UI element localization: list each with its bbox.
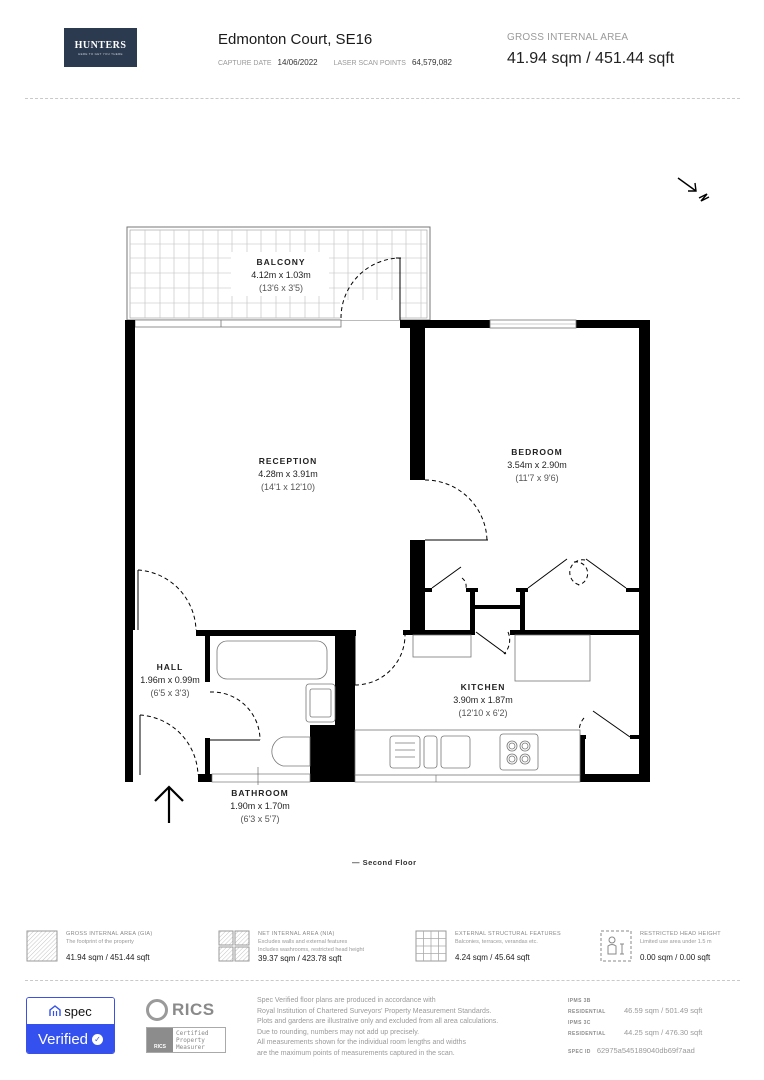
rics-small-logo: RICS <box>147 1028 173 1052</box>
legend-gia: GROSS INTERNAL AREA (GIA) The footprint … <box>26 930 152 962</box>
walls <box>125 320 650 782</box>
spec-brand: spec <box>64 1003 92 1019</box>
legend-title: RESTRICTED HEAD HEIGHT <box>640 931 721 937</box>
rics-logo: RICS RICS Certified Property Measurer <box>146 997 226 1055</box>
disclaimer: Spec Verified floor plans are produced i… <box>257 997 499 1057</box>
legend-desc: Limited use area under 1.5 m <box>640 939 712 945</box>
logo-text: HUNTERS <box>74 39 127 51</box>
gia-label: GROSS INTERNAL AREA <box>507 32 629 43</box>
hatched-square-icon <box>26 930 58 962</box>
legend-value: 0.00 sqm / 0.00 sqft <box>640 953 711 962</box>
legend-value: 41.94 sqm / 451.44 sqft <box>66 953 150 962</box>
capture-date-label: CAPTURE DATE <box>218 60 272 67</box>
legend-title: EXTERNAL STRUCTURAL FEATURES <box>455 931 561 937</box>
legend-value: 4.24 sqm / 45.64 sqft <box>455 953 530 962</box>
capture-meta: CAPTURE DATE 14/06/2022 LASER SCAN POINT… <box>218 58 462 67</box>
logo-tagline: HERE TO GET YOU THERE <box>78 51 123 56</box>
room-label-kitchen: KITCHEN 3.90m x 1.87m (12'10 x 6'2) <box>453 682 513 718</box>
spec-house-icon <box>49 1005 61 1016</box>
entrance-arrow-icon <box>154 785 184 823</box>
floor-label: — Second Floor <box>352 858 417 867</box>
grid-icon <box>415 930 447 962</box>
legend-restricted: RESTRICTED HEAD HEIGHT Limited use area … <box>600 930 721 962</box>
hunters-logo: HUNTERS HERE TO GET YOU THERE <box>64 28 137 67</box>
room-label-balcony: BALCONY 4.12m x 1.03m (13'6 x 3'5) <box>251 257 311 293</box>
spec-verified-badge: spec Verified ✓ <box>26 997 115 1054</box>
legend-desc: Excludes walls and external features <box>258 939 348 945</box>
header-divider <box>25 98 740 99</box>
laser-scan-points: 64,579,082 <box>411 58 452 67</box>
legend-nia: NET INTERNAL AREA (NIA) Excludes walls a… <box>218 930 365 963</box>
legend-desc: Balconies, terraces, verandas etc. <box>455 939 538 945</box>
person-height-icon <box>600 930 632 962</box>
gia-value: 41.94 sqm / 451.44 sqft <box>507 50 675 67</box>
capture-date: 14/06/2022 <box>277 58 318 67</box>
legend-desc: Includes washrooms, restricted head heig… <box>258 947 365 953</box>
legend-desc: The footprint of the property <box>66 939 134 945</box>
legend-divider <box>25 980 740 981</box>
legend-title: GROSS INTERNAL AREA (GIA) <box>66 931 153 937</box>
room-label-bathroom: BATHROOM 1.90m x 1.70m (6'3 x 5'7) <box>230 788 290 824</box>
laser-scan-label: LASER SCAN POINTS <box>333 60 406 67</box>
north-arrow-icon <box>677 177 710 202</box>
hatched-rooms-icon <box>218 930 250 962</box>
room-label-hall: HALL 1.96m x 0.99m (6'5 x 3'3) <box>140 662 200 698</box>
floor-plan <box>125 177 710 823</box>
rics-certified-badge: RICS Certified Property Measurer <box>146 1027 226 1053</box>
check-icon: ✓ <box>92 1034 104 1045</box>
legend-value: 39.37 sqm / 423.78 sqft <box>258 954 342 963</box>
room-label-bedroom: BEDROOM 3.54m x 2.90m (11'7 x 9'6) <box>507 447 567 483</box>
property-title: Edmonton Court, SE16 <box>218 31 373 48</box>
rics-text: RICS <box>172 1000 215 1019</box>
spec-verified-label: Verified <box>37 1031 89 1048</box>
room-label-reception: RECEPTION 4.28m x 3.91m (14'1 x 12'10) <box>258 456 318 492</box>
legend-title: NET INTERNAL AREA (NIA) <box>258 931 335 937</box>
legend-external: EXTERNAL STRUCTURAL FEATURES Balconies, … <box>415 930 561 962</box>
rics-lion-icon <box>146 999 168 1021</box>
